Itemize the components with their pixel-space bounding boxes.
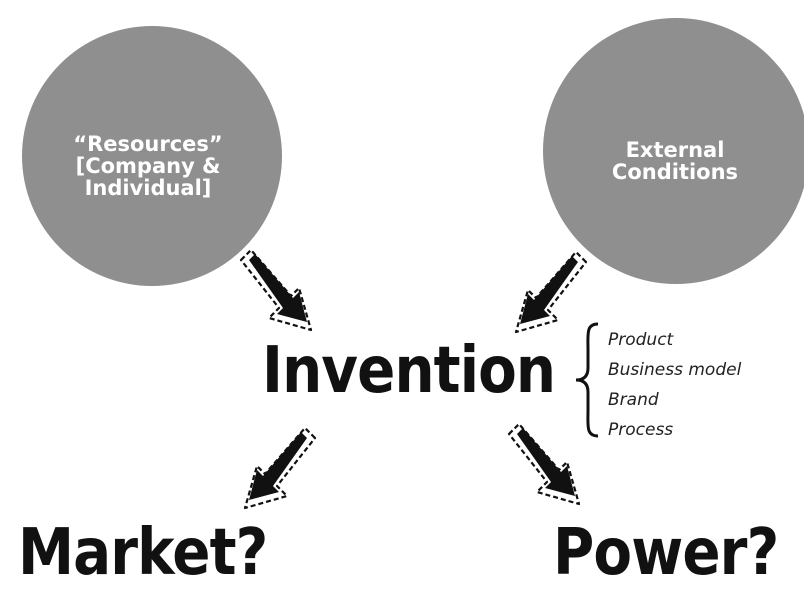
feature-item: Product [608, 330, 674, 350]
external-conditions-node: External Conditions [543, 18, 804, 284]
arrow-invention-to-market [243, 426, 317, 510]
arrow-invention-to-power [507, 422, 581, 506]
arrow-external-to-invention [514, 250, 588, 334]
arrow-down-right-icon [507, 422, 581, 506]
feature-item: Brand [608, 390, 659, 410]
resources-node: “Resources” [Company & Individual] [22, 26, 282, 286]
brace-icon [575, 322, 599, 438]
arrow-down-left-icon [514, 250, 588, 334]
external-conditions-node-label: External Conditions [611, 138, 739, 184]
arrow-down-left-icon [243, 426, 317, 510]
market-outcome-label: Market? [18, 516, 268, 590]
arrow-resources-to-invention [239, 248, 313, 332]
arrow-down-right-icon [239, 248, 313, 332]
resources-node-label: “Resources” [Company & Individual] [73, 132, 223, 200]
invention-label: Invention [262, 334, 556, 408]
power-outcome-label: Power? [553, 516, 779, 590]
feature-item: Business model [608, 360, 742, 380]
invention-feature-list: Product Business model Brand Process [608, 325, 741, 445]
feature-item: Process [608, 420, 674, 440]
